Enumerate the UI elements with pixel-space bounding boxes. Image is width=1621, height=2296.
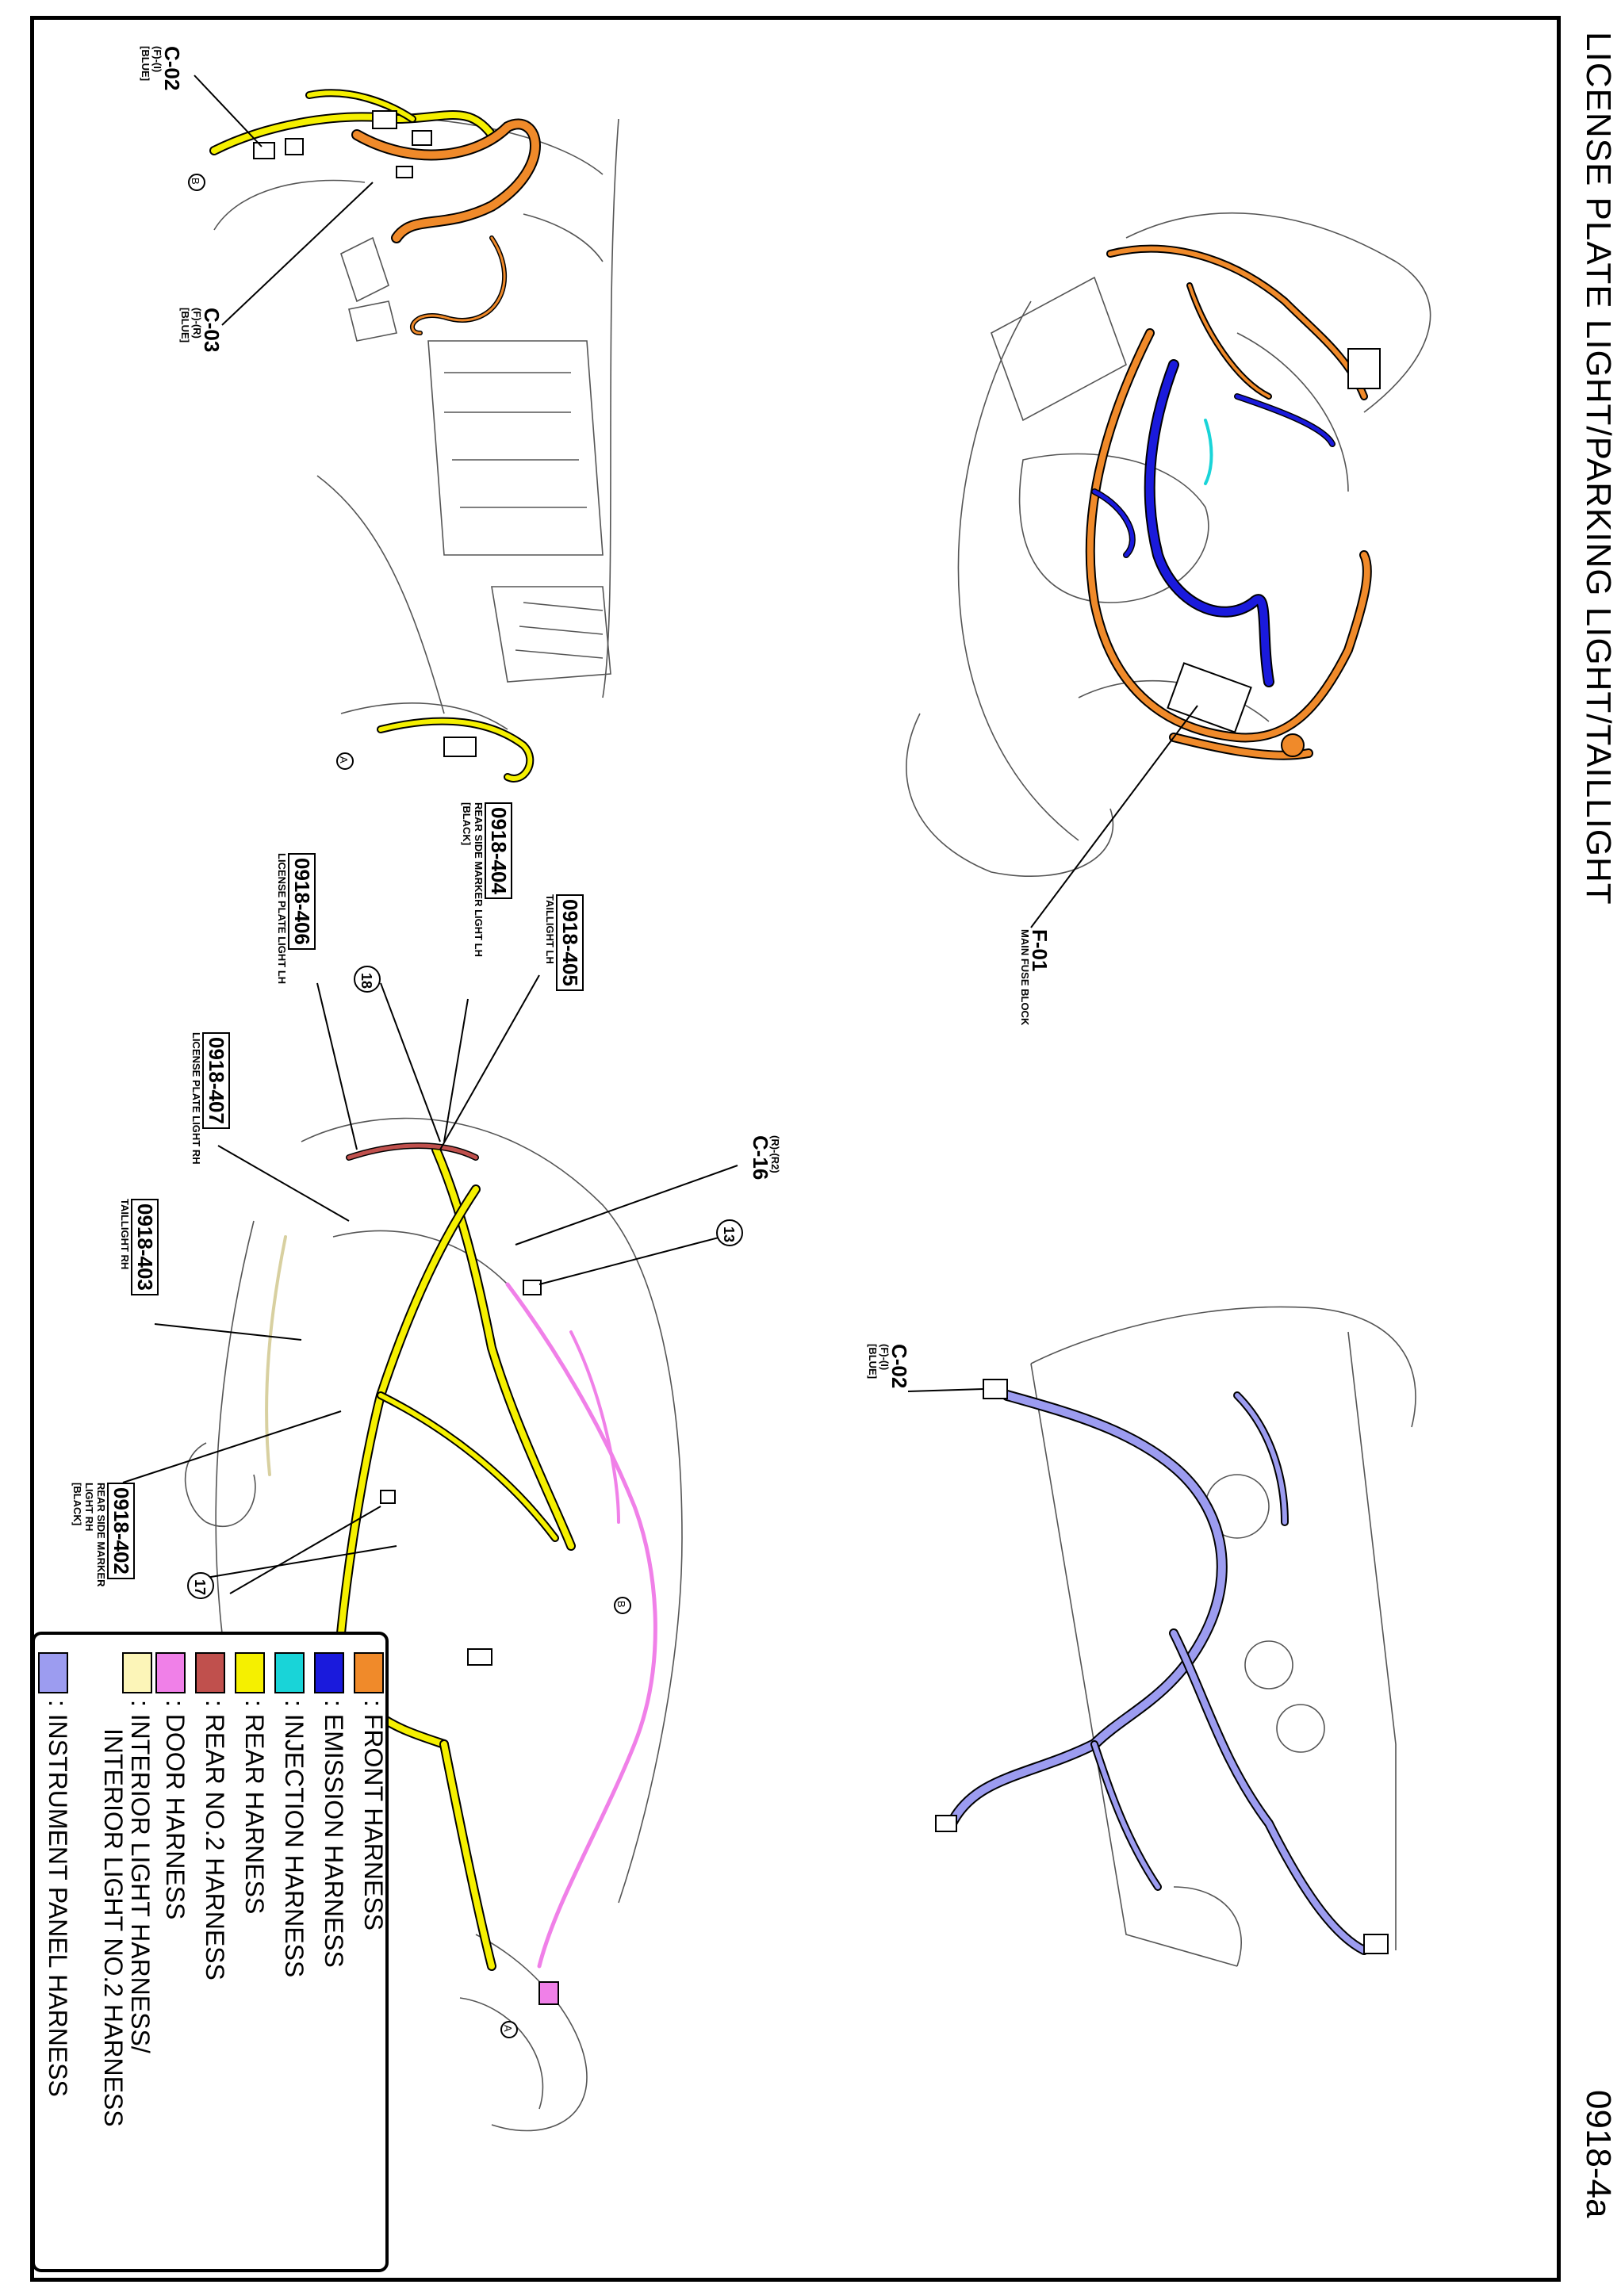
circle-label-17: 17 bbox=[192, 1579, 208, 1596]
legend-swatch bbox=[122, 1652, 152, 1693]
legend-label: : REAR NO.2 HARNESS bbox=[201, 1700, 229, 1980]
legend-label: : INSTRUMENT PANEL HARNESS bbox=[44, 1700, 72, 2097]
marker-a-rear: A bbox=[502, 2025, 514, 2032]
legend-injection-harness: : INJECTION HARNESS bbox=[273, 1652, 308, 1985]
connector-code: 0918-407 bbox=[202, 1032, 230, 1129]
connector-code: C-03 bbox=[200, 308, 224, 353]
connector-code: 0918-406 bbox=[288, 853, 316, 950]
interior-harness bbox=[209, 89, 541, 783]
legend-label: : EMISSION HARNESS bbox=[320, 1700, 348, 1968]
harness-legend: : FRONT HARNESS : EMISSION HARNESS : INJ… bbox=[32, 1632, 389, 2272]
connector-color: [BLACK] bbox=[461, 802, 473, 846]
callout-0918-404: 0918-404 REAR SIDE MARKER LIGHT LH [BLAC… bbox=[461, 802, 512, 957]
instrument-panel-harness bbox=[946, 1390, 1369, 1955]
connector-code: C-02 bbox=[160, 46, 184, 91]
connector-code: 0918-402 bbox=[107, 1483, 135, 1579]
connector-code: 0918-405 bbox=[556, 894, 584, 991]
legend-label: : INTERIOR LIGHT HARNESS/ bbox=[126, 1700, 155, 2053]
connector-desc: MAIN FUSE BLOCK bbox=[1019, 929, 1031, 1026]
connector-code: 0918-403 bbox=[131, 1199, 159, 1295]
legend-swatch bbox=[155, 1652, 186, 1693]
marker-b-top: B bbox=[190, 178, 201, 185]
legend-swatch bbox=[195, 1652, 225, 1693]
callout-0918-406: 0918-406 LICENSE PLATE LIGHT LH bbox=[276, 853, 316, 984]
callout-0918-403: 0918-403 TAILLIGHT RH bbox=[119, 1199, 159, 1295]
connector-desc: LIGHT RH bbox=[83, 1483, 95, 1532]
connector-color: [BLUE] bbox=[140, 46, 151, 82]
rear-connectors bbox=[380, 1280, 559, 2005]
connector-desc: TAILLIGHT LH bbox=[544, 894, 556, 964]
connector-color: [BLACK] bbox=[71, 1483, 83, 1526]
legend-interior-light-harness: : INTERIOR LIGHT HARNESS/ INTERIOR LIGHT… bbox=[98, 1652, 155, 2127]
legend-rear-harness: : REAR HARNESS bbox=[233, 1652, 269, 1985]
callout-0918-402: 0918-402 REAR SIDE MARKER LIGHT RH [BLAC… bbox=[71, 1483, 135, 1586]
connector-desc: LICENSE PLATE LIGHT RH bbox=[190, 1032, 202, 1165]
connector-desc: REAR SIDE MARKER LIGHT LH bbox=[473, 802, 485, 957]
callout-c16: (R)-(R2) C-16 bbox=[749, 1135, 781, 1181]
legend-emission-harness: : EMISSION HARNESS bbox=[312, 1652, 348, 1985]
callout-0918-407: 0918-407 LICENSE PLATE LIGHT RH bbox=[190, 1032, 230, 1165]
legend-label: : INJECTION HARNESS bbox=[280, 1700, 308, 1978]
connector-code: C-16 bbox=[749, 1135, 772, 1181]
legend-swatch bbox=[354, 1652, 384, 1693]
page-border bbox=[30, 16, 1561, 2282]
circle-label-18: 18 bbox=[358, 973, 374, 989]
legend-rear-no2-harness: : REAR NO.2 HARNESS bbox=[194, 1652, 229, 1985]
legend-label: : DOOR HARNESS bbox=[161, 1700, 190, 1920]
legend-swatch bbox=[274, 1652, 305, 1693]
connector-code: F-01 bbox=[1028, 929, 1052, 972]
legend-swatch bbox=[314, 1652, 344, 1693]
circle-label-13: 13 bbox=[721, 1226, 737, 1243]
connector-cluster-top bbox=[253, 110, 477, 757]
callout-c03: C-03 (F)-(R) [BLUE] bbox=[179, 308, 224, 353]
engine-components bbox=[1167, 348, 1381, 757]
callout-f01: F-01 MAIN FUSE BLOCK bbox=[1019, 929, 1052, 1026]
connector-code: 0918-404 bbox=[485, 802, 512, 899]
legend-label: : REAR HARNESS bbox=[240, 1700, 269, 1915]
legend-label: : FRONT HARNESS bbox=[359, 1700, 388, 1931]
callout-0918-405: 0918-405 TAILLIGHT LH bbox=[544, 894, 584, 991]
legend-door-harness: : DOOR HARNESS bbox=[154, 1652, 190, 1985]
rear-harness bbox=[265, 1142, 657, 1971]
connector-code: C-02 bbox=[887, 1344, 911, 1389]
legend-swatch bbox=[38, 1652, 68, 1693]
legend-instrument-panel-harness: : INSTRUMENT PANEL HARNESS bbox=[36, 1652, 72, 2097]
connector-color: [BLUE] bbox=[179, 308, 191, 343]
legend-front-harness: : FRONT HARNESS bbox=[352, 1652, 388, 1985]
legend-label-line2: INTERIOR LIGHT NO.2 HARNESS bbox=[99, 1728, 128, 2127]
connector-desc: LICENSE PLATE LIGHT LH bbox=[276, 853, 288, 985]
leader-lines bbox=[122, 75, 1198, 1594]
instrument-panel-view bbox=[1030, 1306, 1416, 1967]
marker-a-top: A bbox=[338, 756, 350, 763]
connector-desc: REAR SIDE MARKER bbox=[95, 1483, 107, 1587]
marker-b-rear: B bbox=[615, 1601, 627, 1608]
callout-c02-top: C-02 (F)-(I) [BLUE] bbox=[140, 46, 184, 91]
circle-markers bbox=[187, 174, 743, 2038]
ip-connectors bbox=[935, 1379, 1389, 1954]
connector-color: [BLUE] bbox=[867, 1344, 879, 1380]
interior-view bbox=[213, 117, 619, 730]
connector-desc: TAILLIGHT RH bbox=[119, 1199, 131, 1270]
callout-c02-right: C-02 (F)-(I) [BLUE] bbox=[867, 1344, 911, 1389]
engine-view bbox=[906, 212, 1431, 877]
engine-harness bbox=[1085, 244, 1372, 760]
legend-swatch bbox=[235, 1652, 265, 1693]
